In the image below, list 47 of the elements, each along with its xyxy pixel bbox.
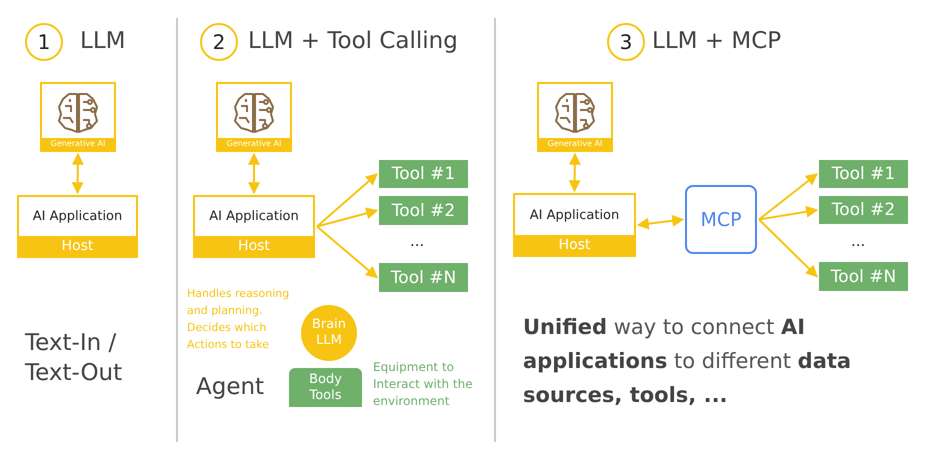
note-text: Equipment to Interact with the environment [373,359,474,410]
protocol-box: MCP [685,185,757,254]
band-label: Host [515,235,634,255]
tool-box: Tool #1 [819,160,908,188]
application-box [17,195,138,258]
description-text: Unified way to connect AI applications to different data sources, tools, ... [523,314,852,409]
arrow [316,207,378,228]
band-label: Generative AI [42,138,114,150]
arrow [758,206,818,220]
arrow [758,218,818,278]
number-badge: 3 [607,23,645,61]
tool-box: Tool #2 [819,196,908,224]
caption-text: Text-In / Text-Out [25,329,124,388]
ellipsis: ... [851,232,866,250]
section-heading: LLM + MCP [652,28,782,54]
box-title: AI Application [32,208,124,226]
model-box [40,82,116,152]
band-label: Host [195,236,313,256]
model-box [216,82,292,152]
ellipsis: ... [410,232,426,250]
note-text: Handles reasoning and planning. Decides which Actions to take [187,286,290,353]
number-badge: 2 [200,23,238,61]
tool-box: Tool #N [379,263,468,292]
box-title: AI Application [528,206,620,224]
model-box [537,82,613,152]
brain-circle: Brain LLM [301,305,357,361]
band-label: Generative AI [218,138,290,150]
body-box: Body Tools [289,368,362,407]
arrow [316,226,378,278]
arrow [636,214,684,230]
application-box [513,193,636,257]
band-label: Generative AI [539,138,611,150]
arrow [568,152,581,192]
box-title: AI Application [208,208,300,226]
section-heading: LLM + Tool Calling [248,28,458,54]
application-box [193,195,315,258]
tool-box: Tool #N [819,262,908,291]
arrow [758,173,818,220]
section-heading: LLM [80,28,126,54]
arrow [248,152,260,194]
number-badge: 1 [25,23,63,61]
agent-label: Agent [196,373,266,402]
tool-box: Tool #1 [379,160,468,188]
arrow [316,173,378,228]
band-label: Host [19,236,136,256]
tool-box: Tool #2 [379,196,468,225]
arrow [72,152,84,194]
